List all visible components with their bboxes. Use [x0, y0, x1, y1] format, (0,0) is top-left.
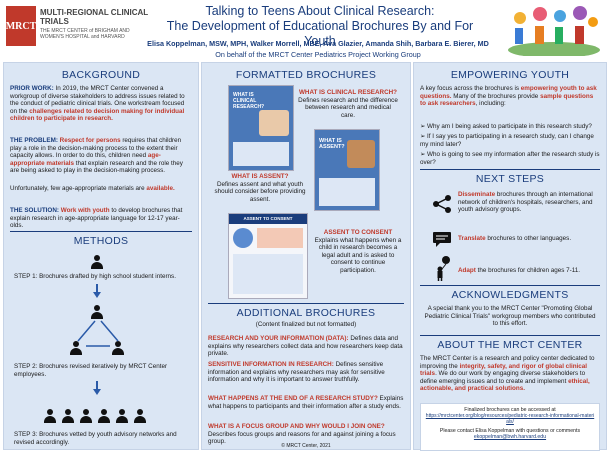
poster-title-line2: The Development of Educational Brochures… — [166, 19, 474, 48]
formatted-title: FORMATTED BROCHURES — [235, 69, 377, 81]
brochure-link[interactable]: https://mrctcenter.org/blog/resources/pe… — [425, 413, 595, 426]
about-title: ABOUT THE MRCT CENTER — [437, 339, 583, 351]
arrow-down-icon — [93, 292, 101, 298]
mrct-logo-name: MULTI-REGIONAL CLINICAL TRIALS — [40, 8, 148, 26]
arrow-stem — [96, 284, 98, 292]
poster-title-line1: Talking to Teens About Clinical Research… — [205, 4, 435, 18]
link-intro: Finalized brochures can be accessed at — [464, 407, 556, 413]
cycle-arrows-icon — [77, 320, 119, 347]
child-balloon-icon — [437, 256, 450, 281]
divider — [208, 303, 404, 304]
brochure-cover-clinical-research: WHAT IS CLINICAL RESEARCH? — [228, 85, 294, 171]
brochure1-desc: WHAT IS CLINICAL RESEARCH?Defines resear… — [298, 89, 398, 119]
person-icon — [70, 341, 82, 355]
problem-text: THE PROBLEM: Respect for persons require… — [10, 137, 183, 175]
middle-column: FORMATTED BROCHURES WHAT IS CLINICAL RES… — [201, 62, 411, 450]
step3-text: STEP 3: Brochures vetted by youth adviso… — [14, 431, 177, 446]
divider — [420, 169, 600, 170]
mrct-logo-mark: MRCT — [6, 6, 36, 46]
chat-icon — [433, 232, 451, 247]
divider — [420, 335, 600, 336]
methods-title: METHODS — [73, 235, 129, 247]
contact-email[interactable]: ekoppelman@bwh.harvard.edu — [473, 434, 547, 441]
brochure2-desc: WHAT IS ASSENT?Defines assent and what y… — [214, 173, 306, 203]
empowering-intro: A key focus across the brochures is empo… — [420, 85, 597, 108]
copyright: © MRCT Center, 2021 — [281, 443, 331, 449]
step2-text: STEP 2: Brochures revised iteratively by… — [14, 363, 168, 378]
links-box: Finalized brochures can be accessed at h… — [420, 403, 600, 451]
about-text: The MRCT Center is a research and policy… — [420, 355, 595, 393]
mrct-logo-subtitle: THE MRCT CENTER of BRIGHAM AND WOMEN'S H… — [40, 28, 130, 40]
arrow-down-icon — [93, 389, 101, 395]
question-item: ➢ Who is going to see my information aft… — [420, 151, 600, 166]
person-icon — [80, 409, 92, 423]
question-item: ➢ Why am I being asked to participate in… — [420, 123, 592, 130]
person-icon — [91, 255, 103, 269]
brochure-cover-assent-to-consent: ASSENT TO CONSENT — [228, 213, 308, 299]
person-icon — [44, 409, 56, 423]
right-column: EMPOWERING YOUTH A key focus across the … — [413, 62, 607, 451]
divider — [420, 285, 600, 286]
next-steps-title: NEXT STEPS — [475, 173, 545, 185]
children-illustration — [505, 4, 603, 56]
additional-item: WHAT IS A FOCUS GROUP AND WHY WOULD I JO… — [208, 423, 396, 446]
share-icon — [433, 195, 451, 213]
acknowledgments-text: A special thank you to the MRCT Center "… — [424, 305, 596, 328]
person-icon — [98, 409, 110, 423]
next-step-translate: Translate brochures to other languages. — [458, 235, 572, 242]
additional-item: SENSITIVE INFORMATION IN RESEARCH: Defin… — [208, 361, 385, 384]
brochure-cover-assent: WHAT IS ASSENT? — [314, 129, 380, 211]
next-step-disseminate: Disseminate brochures through an interna… — [458, 191, 593, 214]
next-step-adapt: Adapt the brochures for children ages 7-… — [458, 267, 581, 274]
person-icon — [62, 409, 74, 423]
authors: Elisa Koppelman, MSW, MPH, Walker Morrel… — [147, 39, 489, 48]
empowering-title: EMPOWERING YOUTH — [450, 69, 570, 81]
step1-text: STEP 1: Brochures drafted by high school… — [14, 273, 176, 280]
prior-work-text: PRIOR WORK: In 2019, the MRCT Center con… — [10, 85, 185, 123]
solution-text: THE SOLUTION: Work with youth to develop… — [10, 207, 183, 230]
person-icon — [91, 305, 103, 319]
person-icon — [134, 409, 146, 423]
additional-subtitle: (Content finalized but not formatted) — [255, 321, 357, 328]
person-icon — [112, 341, 124, 355]
unfortunately-text: Unfortunately, few age-appropriate mater… — [10, 185, 175, 192]
arrow-stem — [96, 381, 98, 389]
left-column: BACKGROUND PRIOR WORK: In 2019, the MRCT… — [3, 62, 199, 450]
affiliation: On behalf of the MRCT Center Pediatrics … — [215, 50, 421, 59]
divider — [10, 231, 192, 232]
acknowledgments-title: ACKNOWLEDGMENTS — [451, 289, 569, 301]
additional-item: RESEARCH AND YOUR INFORMATION (DATA): De… — [208, 335, 403, 358]
additional-item: WHAT HAPPENS AT THE END OF A RESEARCH ST… — [208, 395, 404, 410]
question-item: ➢ If I say yes to participating in a res… — [420, 133, 594, 148]
background-title: BACKGROUND — [61, 69, 141, 81]
additional-title: ADDITIONAL BROCHURES — [236, 307, 376, 319]
person-icon — [116, 409, 128, 423]
contact-text: Please contact Elisa Koppelman with ques… — [439, 428, 581, 435]
